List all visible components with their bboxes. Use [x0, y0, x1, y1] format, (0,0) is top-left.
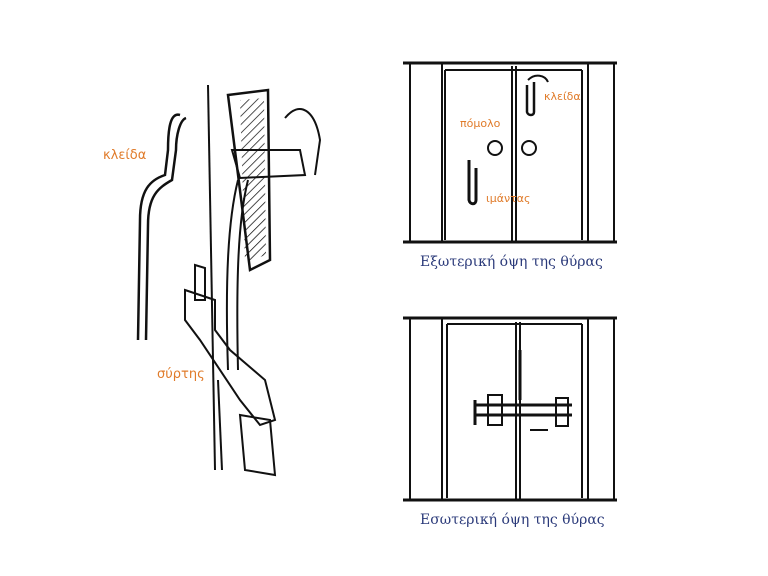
side-lock-drawing [136, 84, 322, 477]
strap-label: ιμάντας [486, 192, 531, 205]
exterior-door-drawing [403, 61, 617, 244]
bolt-label: σύρτης [157, 367, 205, 382]
interior-caption: Εσωτερική όψη της θύρας [420, 512, 605, 528]
key-label-exterior: κλείδα [544, 90, 581, 103]
key-label-left: κλείδα [103, 148, 147, 163]
exterior-caption: Εξωτερική όψη της θύρας [420, 254, 603, 270]
interior-door-drawing [403, 316, 617, 502]
knob-label: πόμολο [460, 117, 501, 130]
